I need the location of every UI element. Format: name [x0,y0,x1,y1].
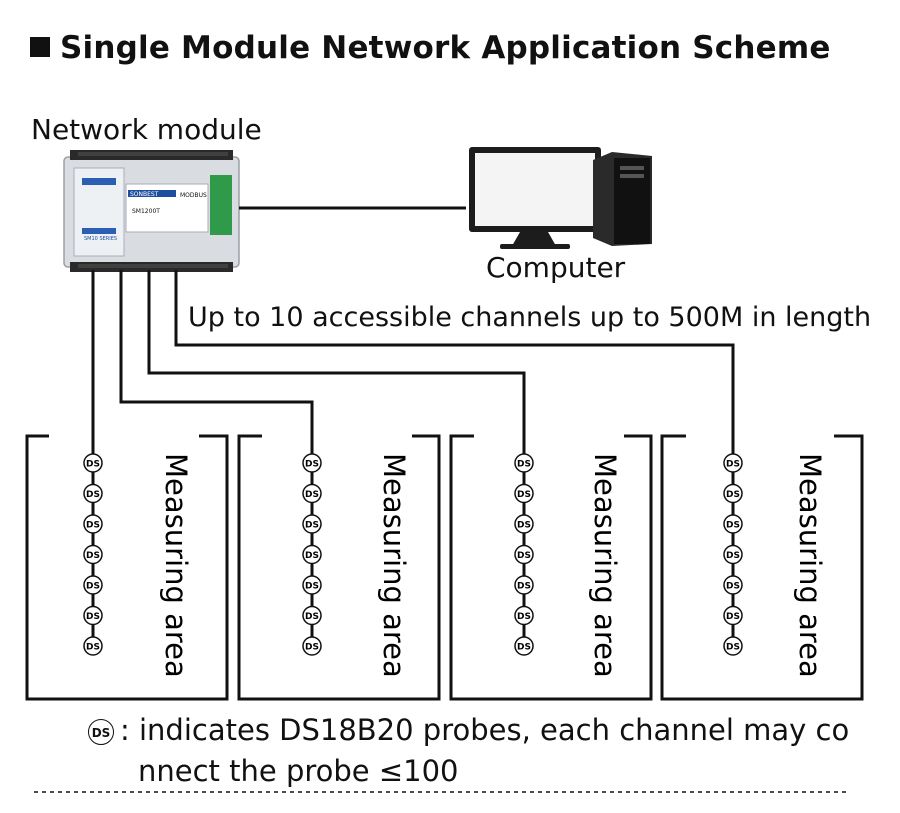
ds-probe-icon: DS [88,719,114,745]
measuring-area-label-4: Measuring area [793,453,827,678]
ds-probe-icon: DS [83,575,103,595]
ds-probe-icon: DS [723,544,743,565]
module-protocol-text: MODBUS [180,192,207,199]
title-text: Single Module Network Application Scheme [60,30,831,66]
ds-probe-icon: DS [514,636,534,656]
channel-cables [91,270,735,450]
svg-text:DS: DS [517,490,531,500]
ds-probe-icon: DS [83,514,103,534]
network-module-icon: SONBEST MODBUS SM1200T SM10 SERIES [63,150,240,272]
channels-label: Up to 10 accessible channels up to 500M … [188,302,872,333]
computer-label: Computer [486,251,626,284]
legend-line-2: nnect the probe ≤100 [138,754,459,788]
measuring-area-box-1 [25,434,229,701]
measuring-area-label-3: Measuring area [588,453,622,678]
channel-3-cable [147,270,526,450]
probe-strings: DS DS DS DS DS DS DS DS DS DS DS DS DS DS DS DS DS DS DS DS… [83,450,743,656]
svg-text:DS: DS [86,460,100,470]
ds-probe-icon: DS [302,605,322,626]
svg-text:DS: DS [517,643,531,653]
svg-text:DS: DS [517,612,531,622]
ds-probe-icon: DS [302,575,322,595]
ds-probe-icon: DS [723,453,743,473]
svg-text:DS: DS [305,521,319,531]
ds-probe-icon: DS [83,636,103,656]
ds-probe-icon: DS [723,636,743,656]
svg-text:DS: DS [726,460,740,470]
ds-probe-icon: DS [302,636,322,656]
svg-text:DS: DS [305,643,319,653]
svg-text:DS: DS [86,521,100,531]
svg-text:DS: DS [86,490,100,500]
svg-text:DS: DS [726,521,740,531]
measuring-area-box-3 [449,434,653,701]
ds-probe-icon: DS [514,575,534,595]
ds-probe-icon: DS [83,605,103,626]
ds-probe-icon: DS [723,483,743,504]
svg-text:DS: DS [86,643,100,653]
svg-text:DS: DS [305,612,319,622]
svg-text:DS: DS [86,582,100,592]
svg-text:DS: DS [305,490,319,500]
ds-probe-icon: DS [723,514,743,534]
svg-text:DS: DS [305,551,319,561]
legend: DS: indicates DS18B20 probes, each chann… [88,710,868,792]
ds-probe-icon: DS [514,483,534,504]
module-model-text: SM1200T [132,208,160,215]
svg-text:DS: DS [305,582,319,592]
ds-probe-icon: DS [514,605,534,626]
measuring-area-label-1: Measuring area [159,453,193,678]
ds-probe-icon: DS [302,453,322,473]
svg-text:DS: DS [517,521,531,531]
svg-text:DS: DS [86,612,100,622]
title-bullet-icon [30,37,50,57]
module-brand-text: SONBEST [130,191,159,198]
ds-probe-icon: DS [83,544,103,565]
svg-text:DS: DS [517,551,531,561]
module-series-text: SM10 SERIES [84,236,117,242]
legend-line-1: : indicates DS18B20 probes, each channel… [120,713,850,747]
measuring-area-label-2: Measuring area [377,453,411,678]
svg-text:DS: DS [86,551,100,561]
ds-probe-icon: DS [723,575,743,595]
svg-text:DS: DS [726,612,740,622]
ds-probe-icon: DS [83,453,103,473]
computer-icon [469,147,652,249]
ds-probe-icon: DS [514,544,534,565]
page-title: Single Module Network Application Scheme [30,30,831,66]
measuring-area-box-2 [237,434,441,701]
ds-probe-icon: DS [302,514,322,534]
ds-probe-icon: DS [514,453,534,473]
svg-text:DS: DS [517,460,531,470]
ds-probe-icon: DS [83,483,103,504]
channel-4-cable [174,270,735,450]
ds-probe-icon: DS [723,605,743,626]
svg-text:DS: DS [726,582,740,592]
svg-text:DS: DS [305,460,319,470]
svg-text:DS: DS [726,643,740,653]
svg-text:DS: DS [726,551,740,561]
ds-probe-icon: DS [302,544,322,565]
channel-2-cable [119,270,314,450]
measuring-area-box-4 [660,434,864,701]
ds-probe-icon: DS [514,514,534,534]
network-module-label: Network module [31,113,262,146]
ds-probe-icon: DS [302,483,322,504]
svg-text:DS: DS [726,490,740,500]
svg-text:DS: DS [517,582,531,592]
